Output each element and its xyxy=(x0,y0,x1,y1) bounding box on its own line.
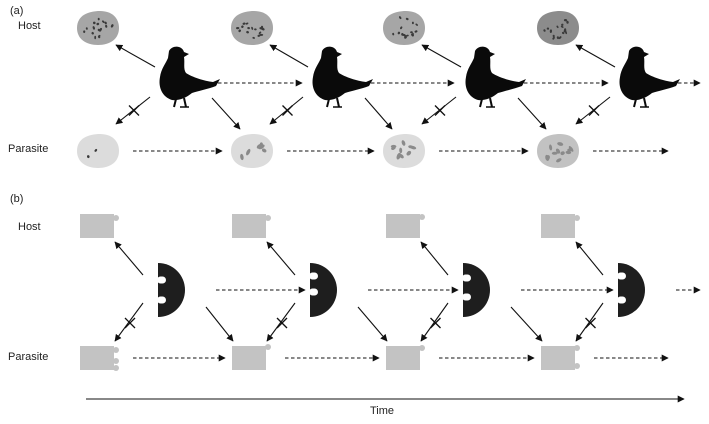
host-key-icon xyxy=(80,214,119,238)
time-axis-label: Time xyxy=(370,405,395,417)
panel-a-label: (a) xyxy=(10,5,24,17)
blocked-cross-icon xyxy=(430,317,441,329)
transmission-arrow xyxy=(357,306,388,342)
host-egg-icon xyxy=(231,11,273,45)
lock-icon xyxy=(462,263,490,317)
host-arrow xyxy=(115,44,156,68)
panel-b-host-label: Host xyxy=(18,221,41,233)
lock-icon xyxy=(617,263,645,317)
blocked-cross-icon xyxy=(588,105,600,116)
bird-icon xyxy=(312,46,373,108)
blocked-cross-icon xyxy=(585,317,596,329)
transmission-arrow xyxy=(517,97,547,130)
blocked-cross-icon xyxy=(434,105,446,116)
parasite-key-icon xyxy=(541,345,580,370)
panel-b-parasite-label: Parasite xyxy=(8,351,49,363)
blocked-cross-icon xyxy=(282,105,293,116)
parasite-arrow xyxy=(421,96,457,125)
transmission-arrow xyxy=(510,306,543,342)
lock-icon xyxy=(157,263,185,317)
host-egg-icon xyxy=(77,11,119,45)
bird-icon xyxy=(465,46,526,108)
host-key-icon xyxy=(541,214,580,238)
blocked-cross-icon xyxy=(276,317,288,329)
host-egg-icon xyxy=(537,11,579,45)
parasite-egg-icon xyxy=(383,134,425,168)
parasite-arrow xyxy=(575,96,611,125)
bird-icon xyxy=(159,46,220,108)
host-key-icon xyxy=(386,214,425,238)
blocked-cross-icon xyxy=(128,105,140,116)
host-egg-icon xyxy=(383,11,425,45)
host-arrow xyxy=(266,241,296,276)
host-arrow xyxy=(420,241,449,276)
transmission-arrow xyxy=(364,97,393,130)
parasite-arrow xyxy=(115,96,151,125)
host-key-icon xyxy=(232,214,271,238)
transmission-arrow xyxy=(211,97,241,130)
parasite-egg-icon xyxy=(77,134,119,168)
parasite-arrow xyxy=(269,96,304,125)
parasite-key-icon xyxy=(386,345,425,370)
transmission-arrow xyxy=(205,306,234,342)
panel-a-parasite-label: Parasite xyxy=(8,143,49,155)
bird-icon xyxy=(619,46,680,108)
host-arrow xyxy=(575,44,616,68)
host-arrow xyxy=(269,44,309,68)
host-arrow xyxy=(421,44,462,68)
panel-a-host-label: Host xyxy=(18,20,41,32)
blocked-cross-icon xyxy=(124,317,136,329)
parasite-egg-icon xyxy=(231,134,273,168)
host-arrow xyxy=(575,241,604,276)
lock-icon xyxy=(309,263,337,317)
host-arrow xyxy=(114,241,144,276)
parasite-key-icon xyxy=(80,346,119,371)
parasite-egg-icon xyxy=(537,134,579,168)
panel-b-label: (b) xyxy=(10,193,24,205)
parasite-key-icon xyxy=(232,344,271,370)
